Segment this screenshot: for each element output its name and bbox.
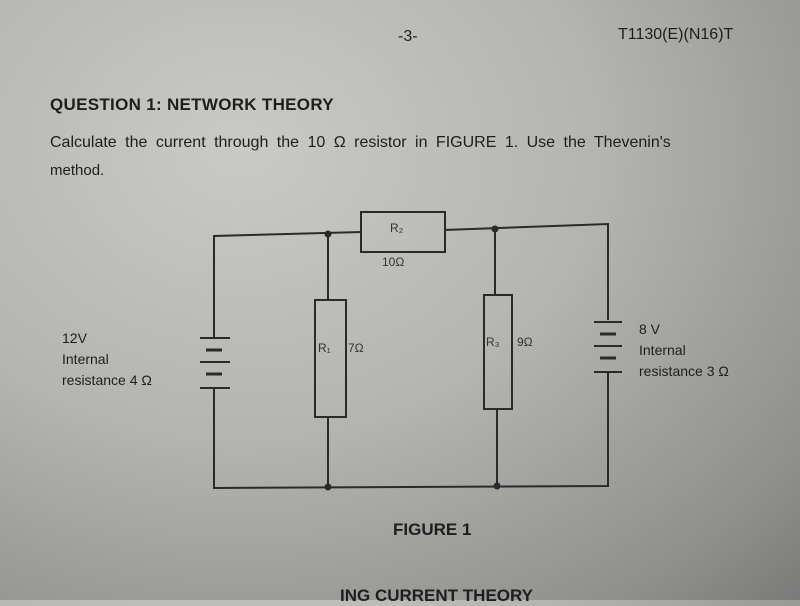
source-right-resistance: resistance 3 Ω (639, 363, 729, 379)
junction-node (324, 230, 332, 238)
junction-node (491, 225, 499, 233)
junction-node (324, 483, 332, 491)
source-right-line2: Internal (639, 342, 686, 358)
junction-node (493, 482, 501, 490)
source-left-resistance: resistance 4 Ω (62, 372, 152, 388)
question-title: QUESTION 1: NETWORK THEORY (50, 95, 334, 114)
r3-value: 9Ω (517, 335, 533, 349)
source-left-voltage: 12V (62, 330, 87, 346)
r1-label: R₁ (318, 341, 331, 355)
battery-left (200, 337, 230, 389)
resistor-r1 (314, 299, 347, 418)
resistor-r2 (360, 211, 446, 253)
r1-value: 7Ω (348, 341, 364, 355)
top-wire-left (213, 231, 363, 338)
top-wire-right (443, 222, 609, 320)
question-text-line1: Calculate the current through the 10 Ω r… (50, 134, 671, 151)
page-number: -3- (398, 28, 418, 45)
source-right-label: 8 V Internal resistance 3 Ω (639, 319, 729, 382)
r3-label: R₃ (486, 335, 500, 349)
battery-right (594, 321, 622, 373)
source-left-line2: Internal (62, 351, 109, 367)
bottom-wire (213, 372, 609, 490)
next-section-heading: ING CURRENT THEORY (340, 586, 533, 605)
question-text-line2: method. (50, 162, 105, 179)
paper-code: T1130(E)(N16)T (618, 26, 734, 43)
resistor-r3 (483, 294, 513, 410)
figure-caption: FIGURE 1 (393, 520, 472, 539)
source-left-label: 12V Internal resistance 4 Ω (62, 328, 152, 391)
source-right-voltage: 8 V (639, 321, 661, 337)
r2-label: R₂ (390, 221, 404, 235)
r2-value: 10Ω (382, 255, 404, 269)
